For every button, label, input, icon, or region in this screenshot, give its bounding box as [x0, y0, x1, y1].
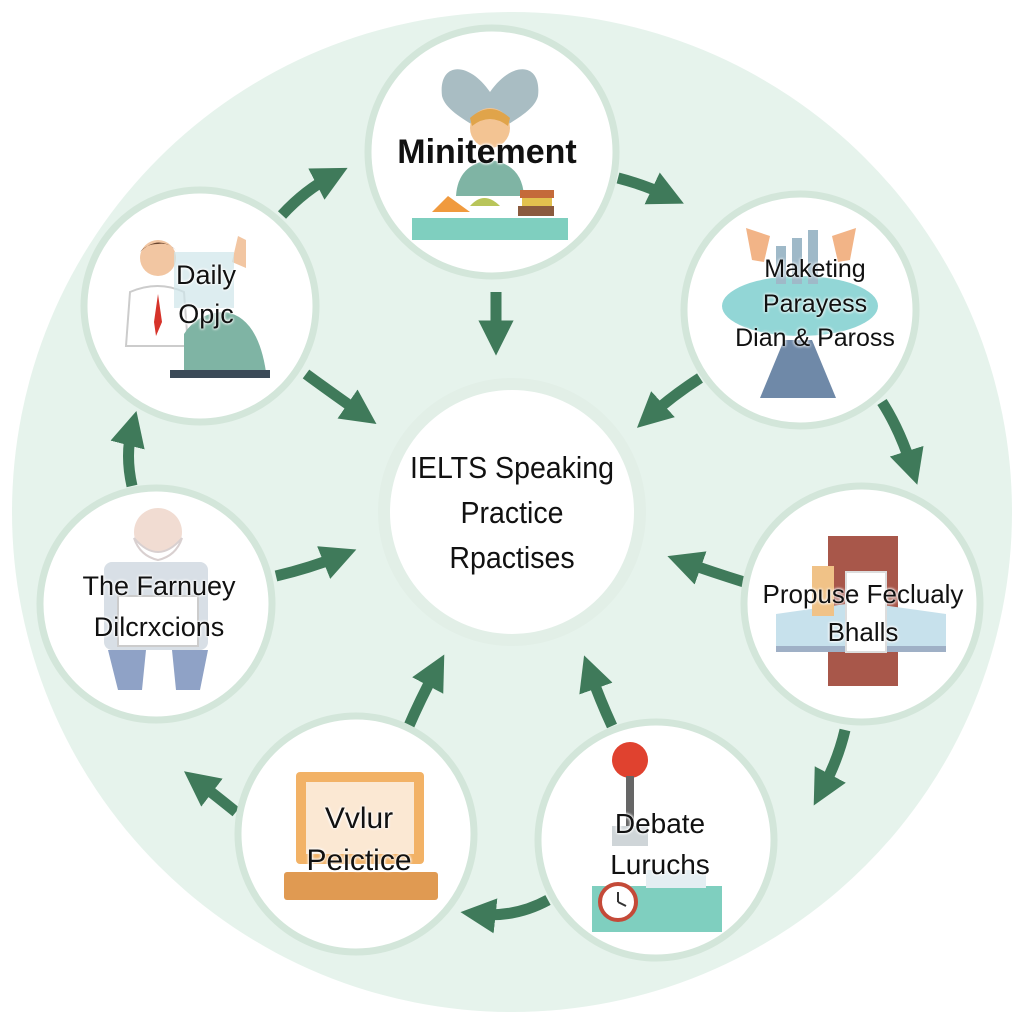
grandfather-icon [104, 508, 208, 690]
arrow-right-to-bottomright [813, 728, 851, 806]
raised-hands-icon [722, 228, 878, 398]
arrow-topright-to-center [636, 373, 703, 428]
arrow-topleft-to-top [277, 167, 348, 219]
center-node [378, 378, 646, 646]
arrow-bottomright-to-bottomleft [460, 895, 551, 934]
arrow-topleft-to-center [302, 369, 377, 425]
arrow-right-to-center [667, 551, 746, 588]
book-icon [776, 536, 946, 686]
laptop-icon [284, 772, 438, 900]
arrow-topright-to-right [877, 399, 924, 485]
cycle-arrows [110, 167, 924, 934]
arrow-bottomleft-to-left [184, 771, 240, 817]
arrow-bottomleft-to-center [402, 654, 445, 731]
timer-desk-icon [592, 742, 722, 932]
presenter-icon [124, 236, 270, 378]
arrow-bottomright-to-center [579, 655, 617, 729]
arrow-left-to-topleft [110, 410, 145, 488]
arrow-left-to-center [274, 546, 357, 582]
heart-person-icon [412, 69, 568, 240]
arrow-top-to-topright [616, 172, 684, 205]
